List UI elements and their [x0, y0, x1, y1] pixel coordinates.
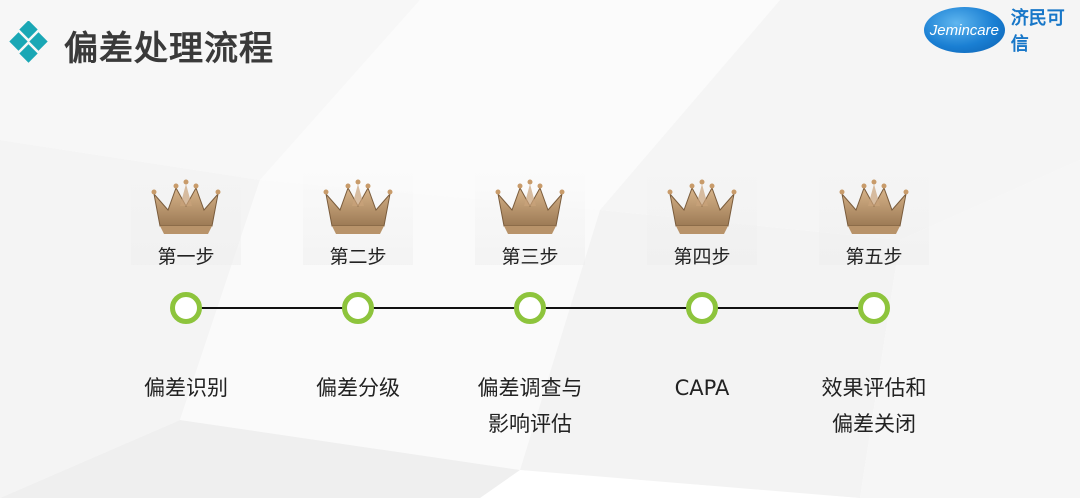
step-description: 偏差调查与影响评估: [445, 370, 615, 442]
step-description-line: 偏差识别: [144, 376, 228, 400]
timeline-node: [514, 292, 546, 324]
timeline-node: [342, 292, 374, 324]
step-label: 第二步: [329, 246, 387, 268]
step-description-line: 效果评估和: [821, 376, 927, 400]
step-description-line: CAPA: [674, 376, 730, 400]
step-label: 第五步: [845, 246, 903, 268]
step-description-line: 偏差调查与: [477, 376, 583, 400]
step-description: 效果评估和偏差关闭: [789, 370, 959, 442]
diamond-cluster-icon: [9, 21, 48, 63]
brand-oval: Jemincare: [924, 7, 1005, 53]
timeline-node: [686, 292, 718, 324]
crown-icon: [318, 176, 398, 236]
brand-name: 济民可信: [1010, 8, 1065, 55]
brand-logo-text: Jemincare: [929, 21, 999, 39]
step-description-line: 偏差关闭: [832, 412, 916, 436]
step-description: 偏差识别: [101, 370, 271, 406]
crown-icon: [834, 176, 914, 236]
crown-icon: [146, 176, 226, 236]
crown-icon: [490, 176, 570, 236]
timeline-node: [170, 292, 202, 324]
step-description: 偏差分级: [273, 370, 443, 406]
step-label: 第四步: [673, 246, 731, 268]
timeline-node: [858, 292, 890, 324]
step-label: 第三步: [501, 246, 559, 268]
crown-icon: [662, 176, 742, 236]
brand-logo: Jemincare 济民可信: [924, 4, 1080, 56]
step-description: CAPA: [617, 370, 787, 406]
step-label: 第一步: [157, 246, 215, 268]
step-description-line: 偏差分级: [316, 376, 400, 400]
page-title: 偏差处理流程: [64, 28, 274, 69]
title-area: 偏差处理流程: [8, 14, 274, 76]
step-description-line: 影响评估: [488, 412, 572, 436]
